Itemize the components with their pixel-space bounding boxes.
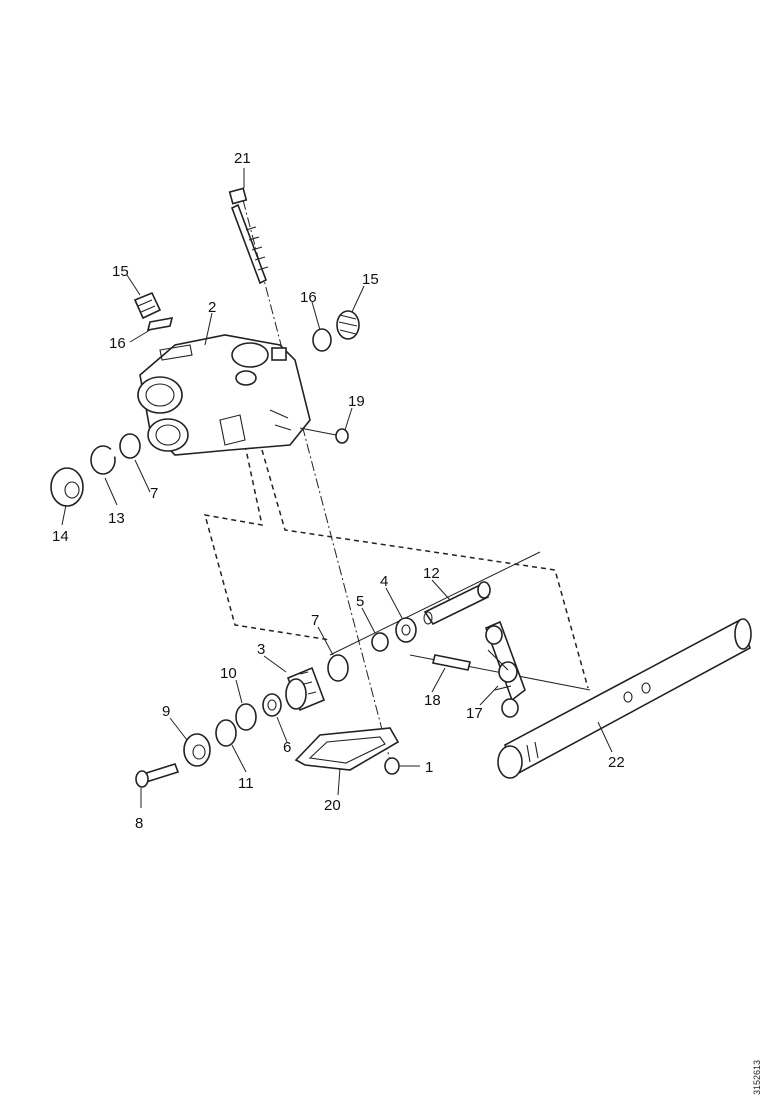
drawing-code: 3152613 [752, 1059, 762, 1095]
assembly-guide-upper [329, 551, 541, 656]
plug-1 [384, 757, 400, 775]
callout-17: 17 [466, 705, 483, 722]
lever-17 [484, 620, 526, 718]
snap-ring-13 [90, 445, 116, 475]
callout-6: 6 [283, 739, 291, 756]
callout-16-right: 16 [300, 289, 317, 306]
oring-7-lower [327, 654, 349, 682]
leader-lines [61, 168, 613, 808]
callout-15-right: 15 [362, 271, 379, 288]
callout-8: 8 [135, 815, 143, 832]
callout-20: 20 [324, 797, 341, 814]
cover-14 [50, 467, 84, 507]
oring-7-upper [119, 433, 141, 459]
callout-21: 21 [234, 150, 251, 167]
callout-16-left: 16 [109, 335, 126, 352]
stud-19 [299, 427, 337, 436]
plug-15-left [133, 291, 162, 320]
callout-9: 9 [162, 703, 170, 720]
callout-14: 14 [52, 528, 69, 545]
callout-13: 13 [108, 510, 125, 527]
callout-15-left: 15 [112, 263, 129, 280]
ring-11 [215, 719, 237, 747]
callout-3: 3 [257, 641, 265, 658]
plug-15-right [336, 310, 360, 340]
gasket-20 [294, 727, 400, 771]
callout-12: 12 [423, 565, 440, 582]
callout-10: 10 [220, 665, 237, 682]
ring-16-right [312, 328, 332, 352]
gear-3 [285, 666, 326, 712]
assembly-guide-right [261, 449, 589, 689]
callout-1: 1 [425, 759, 433, 776]
bushing-5 [371, 632, 389, 652]
center-line-vertical [242, 199, 391, 761]
bolt-21 [228, 187, 269, 285]
callout-2: 2 [208, 299, 216, 316]
callout-7-lower: 7 [311, 612, 319, 629]
shaft-12 [423, 581, 491, 626]
callout-7-upper: 7 [150, 485, 158, 502]
callout-18: 18 [424, 692, 441, 709]
tube-22 [497, 618, 752, 779]
callout-5: 5 [356, 593, 364, 610]
callout-22: 22 [608, 754, 625, 771]
ring-16-left [146, 316, 174, 332]
callout-11: 11 [238, 775, 254, 792]
bolt-8 [135, 763, 180, 788]
housing-2 [137, 334, 311, 456]
pin-18 [432, 654, 471, 671]
bearing-6 [262, 693, 282, 717]
ring-10 [235, 703, 257, 731]
gear-9 [183, 733, 211, 767]
nut-19 [335, 428, 349, 444]
gear-4 [395, 617, 417, 643]
callout-19: 19 [348, 393, 365, 410]
callout-4: 4 [380, 573, 388, 590]
assembly-guide-left [203, 444, 331, 641]
